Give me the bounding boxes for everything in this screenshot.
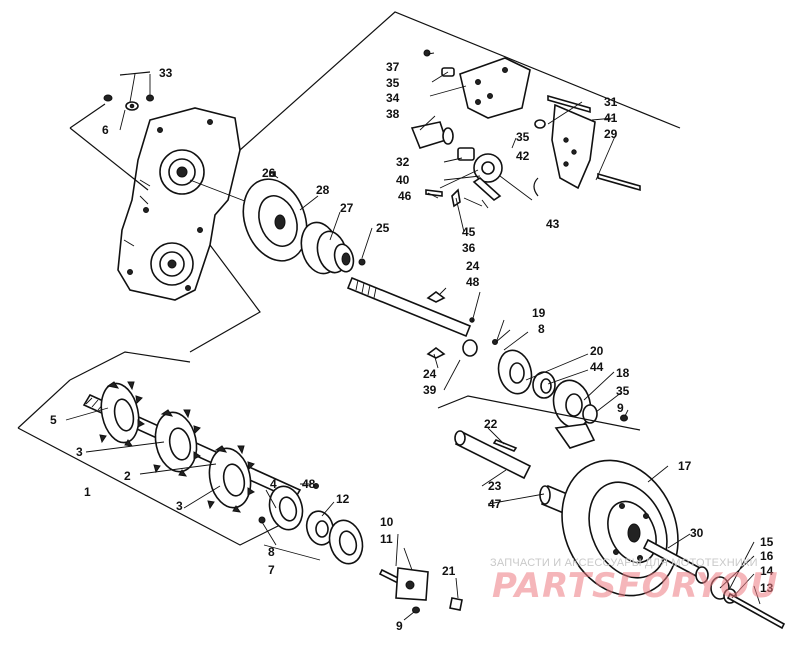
lower-bearing-group (258, 483, 463, 614)
driven-shaft-parts (454, 430, 573, 516)
callout-28: 28 (316, 183, 330, 197)
callout-12: 12 (336, 492, 350, 506)
callout-2: 2 (124, 469, 131, 483)
callout-labels: 33 6 26 28 27 25 37 35 34 38 32 40 46 42… (50, 60, 774, 633)
callout-3-b: 3 (176, 499, 183, 513)
callout-42: 42 (516, 149, 530, 163)
callout-37: 37 (386, 60, 400, 74)
callout-18: 18 (616, 366, 630, 380)
callout-5: 5 (50, 413, 57, 427)
callout-25: 25 (376, 221, 390, 235)
housing-hardware (103, 94, 154, 111)
leader-lines (65, 52, 761, 621)
brake-disc-assembly (189, 171, 366, 275)
callout-7: 7 (268, 563, 275, 577)
watermark-brand: PARTSFORYOU (492, 566, 779, 606)
callout-4: 4 (270, 477, 277, 491)
callout-44: 44 (590, 360, 604, 374)
chaincase-housing (117, 107, 241, 301)
callout-16: 16 (760, 549, 774, 563)
callout-32: 32 (396, 155, 410, 169)
assembly-boundary-upper (69, 11, 681, 353)
callout-40: 40 (396, 173, 410, 187)
callout-20: 20 (590, 344, 604, 358)
callout-41: 41 (604, 111, 618, 125)
callout-36: 36 (462, 241, 476, 255)
callout-13: 13 (760, 581, 774, 595)
callout-19: 19 (532, 306, 546, 320)
driveshaft (346, 276, 481, 359)
callout-22: 22 (484, 417, 498, 431)
callout-3-a: 3 (76, 445, 83, 459)
callout-31: 31 (604, 95, 618, 109)
callout-39: 39 (423, 383, 437, 397)
middle-bearing-group (437, 329, 641, 449)
callout-29: 29 (604, 127, 618, 141)
callout-26: 26 (262, 166, 276, 180)
callout-23: 23 (488, 479, 502, 493)
callout-30: 30 (690, 526, 704, 540)
callout-8-b: 8 (268, 545, 275, 559)
sprocket-outer-right (207, 445, 255, 513)
callout-35-c: 35 (616, 384, 630, 398)
callout-24-a: 24 (466, 259, 480, 273)
driven-disc (561, 459, 786, 630)
callout-33: 33 (159, 66, 173, 80)
callout-43: 43 (546, 217, 560, 231)
callout-1: 1 (84, 485, 91, 499)
callout-38: 38 (386, 107, 400, 121)
watermark-caption: ЗАПЧАСТИ И АКСЕССУАРЫ ДЛЯ МОТОТЕХНИКИ (490, 557, 758, 569)
callout-11: 11 (380, 532, 393, 546)
brake-caliper-assembly (410, 49, 641, 209)
callout-48-b: 48 (302, 477, 316, 491)
callout-27: 27 (340, 201, 354, 215)
callout-24-b: 24 (423, 367, 437, 381)
callout-6: 6 (102, 123, 109, 137)
callout-45: 45 (462, 225, 476, 239)
callout-9-b: 9 (396, 619, 403, 633)
callout-48-a: 48 (466, 275, 480, 289)
callout-21: 21 (442, 564, 456, 578)
callout-17: 17 (678, 459, 692, 473)
callout-35-b: 35 (516, 130, 530, 144)
callout-34: 34 (386, 91, 400, 105)
callout-47: 47 (488, 497, 502, 511)
callout-8-a: 8 (538, 322, 545, 336)
sprocket-center (153, 409, 201, 477)
callout-15: 15 (760, 535, 774, 549)
callout-10: 10 (380, 515, 394, 529)
callout-46: 46 (398, 189, 412, 203)
callout-9-a: 9 (617, 401, 624, 415)
sprocket-outer-left (99, 381, 145, 447)
callout-14: 14 (760, 564, 774, 578)
callout-35-a: 35 (386, 76, 400, 90)
